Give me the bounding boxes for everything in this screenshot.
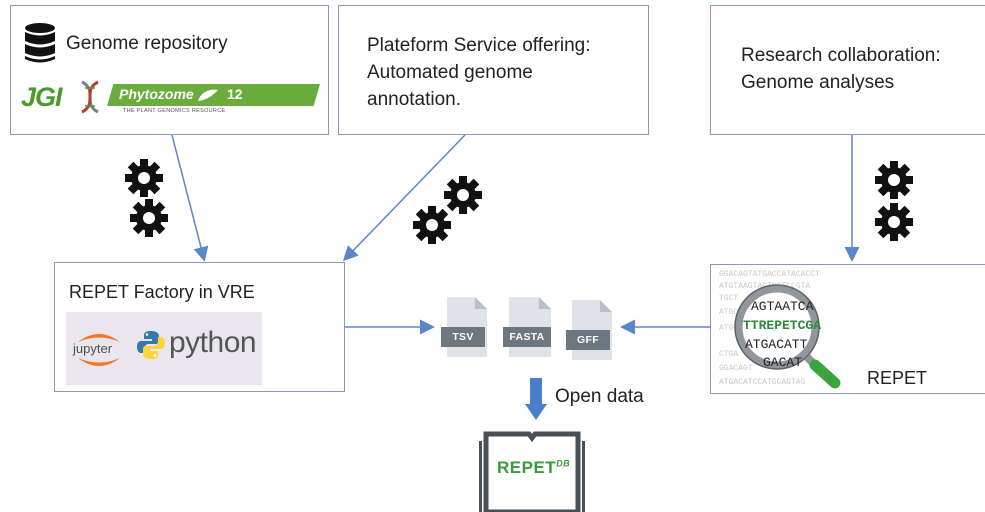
magnifying-glass-icon <box>734 284 841 389</box>
jupyter-logo: jupyter <box>70 320 128 378</box>
file-label: GFF <box>577 334 599 346</box>
sequence-line: TGCT <box>719 294 739 303</box>
python-text: python <box>169 326 257 359</box>
jupyter-text: jupyter <box>73 341 113 356</box>
gear-icon <box>875 161 913 199</box>
file-icon <box>503 297 551 357</box>
tsv-file: TSV <box>441 295 493 359</box>
lens-sequence: ATGACATT <box>745 337 808 352</box>
jupyter-icon <box>78 334 120 366</box>
repet-factory-box: REPET Factory in VRE jupyter python <box>54 262 345 392</box>
lens-sequence-highlight: TTREPETCGA <box>743 318 822 333</box>
sequence-line: GGACAGT <box>719 364 753 373</box>
phytozome-banner: Phytozome 12 <box>107 84 320 106</box>
gear-icon <box>125 159 163 197</box>
research-line-1: Research collaboration: <box>741 45 941 66</box>
phytozome-tagline: THE PLANT GENOMICS RESOURCE <box>123 108 226 114</box>
book-icon <box>479 431 585 512</box>
lens-sequence: AGTAATCA <box>751 299 814 314</box>
platform-line-2: Automated genome <box>367 62 533 83</box>
vre-logos-panel: jupyter python <box>66 312 262 385</box>
fasta-file: FASTA <box>503 295 559 359</box>
jgi-logo: JGI <box>19 80 119 114</box>
platform-line-3: annotation. <box>367 89 462 110</box>
genome-repository-title: Genome repository <box>66 33 228 54</box>
gff-file: GFF <box>566 298 618 362</box>
gear-icon <box>130 199 168 237</box>
sequence-line: CTGA <box>719 350 739 359</box>
file-label: FASTA <box>509 331 545 343</box>
python-icon <box>137 331 165 359</box>
jgi-logo-text: JGI <box>21 82 63 112</box>
database-icon <box>25 23 55 63</box>
repet-tool-box: GGACAGTATGACCATACACCT ATGTAAGTACTCGTCCGT… <box>710 264 985 394</box>
leaf-icon <box>198 89 218 101</box>
repetdb-superscript: DB <box>556 458 571 469</box>
sequence-line: ATGC <box>719 308 739 317</box>
phytozome-name: Phytozome <box>119 86 194 102</box>
repetdb-name: REPET <box>497 458 557 477</box>
repet-tool-label: REPET <box>867 368 928 388</box>
research-line-2: Genome analyses <box>741 72 895 93</box>
platform-line-1: Plateform Service offering: <box>367 35 591 56</box>
file-icon <box>441 297 487 357</box>
lens-sequence: GACAT <box>763 355 803 370</box>
open-data-label: Open data <box>555 386 644 407</box>
gear-icon <box>444 176 482 214</box>
dna-helix-icon <box>81 80 99 114</box>
sequence-line: ATGC <box>719 324 739 333</box>
phytozome-version: 12 <box>227 86 243 102</box>
arrow-repo-to-factory <box>171 134 209 262</box>
file-label: TSV <box>452 331 474 343</box>
gear-icon <box>875 203 913 241</box>
genome-repository-box: Genome repository JGI Phytozome 12 THE P… <box>10 5 329 135</box>
repetdb-logo: REPETDB <box>497 458 570 478</box>
gear-icon <box>413 206 451 244</box>
file-icon <box>566 300 612 360</box>
repet-factory-title: REPET Factory in VRE <box>69 282 255 302</box>
open-data-down-arrow <box>525 378 547 420</box>
research-collaboration-box: Research collaboration: Genome analyses <box>710 5 985 135</box>
sequence-line: GGACAGTATGACCATACACCT <box>719 270 820 279</box>
platform-service-box: Plateform Service offering: Automated ge… <box>338 5 649 135</box>
sequence-line: ATGACATCCATGCAGTAG <box>719 378 806 387</box>
